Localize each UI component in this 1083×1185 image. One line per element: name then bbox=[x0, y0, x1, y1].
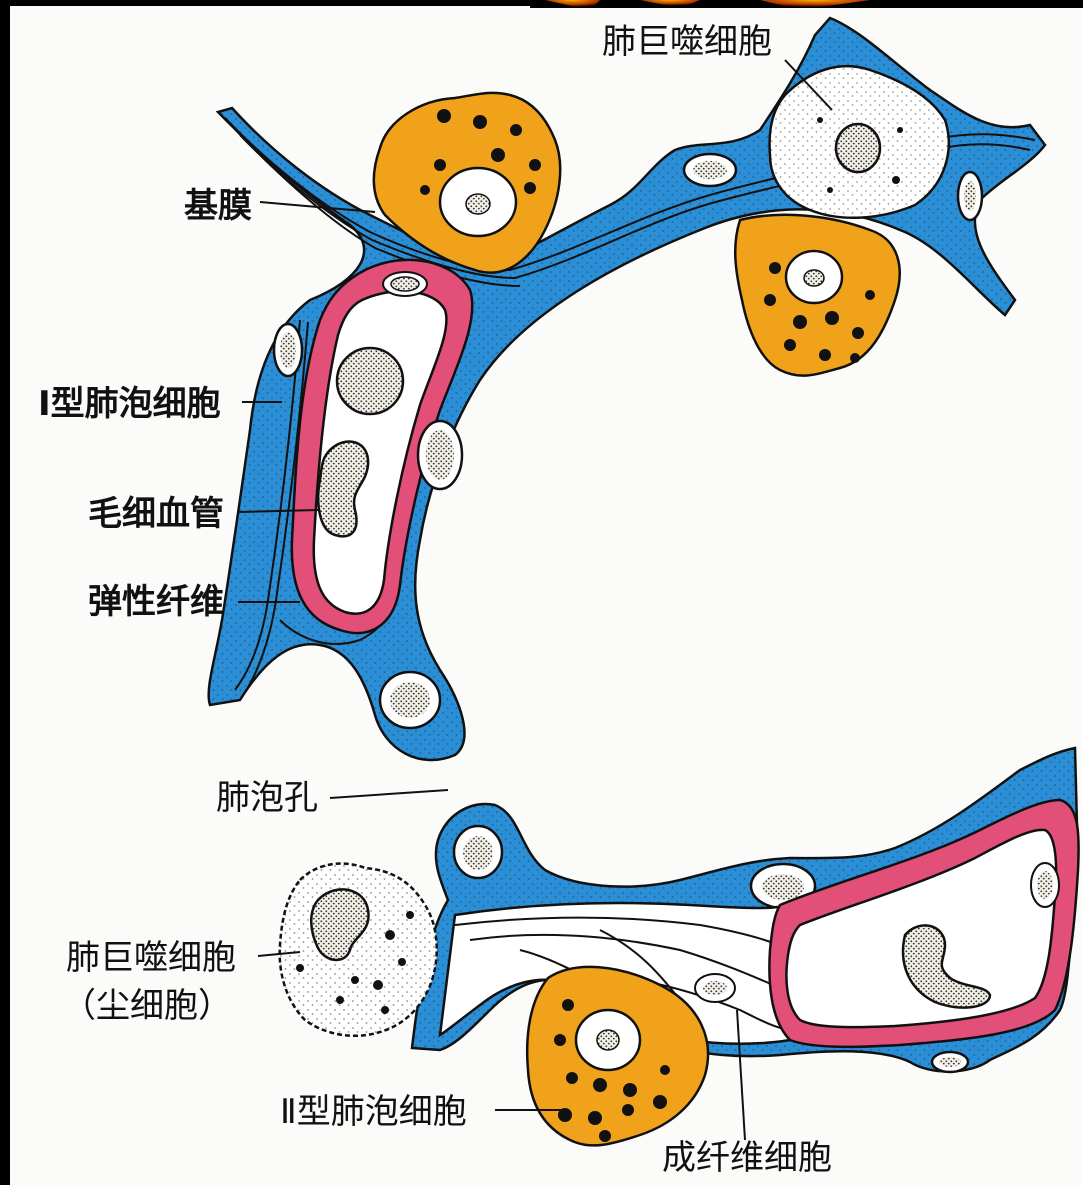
dust-cell-macrophage bbox=[280, 864, 437, 1036]
label-elastic-fiber: 弹性纤维 bbox=[88, 582, 224, 622]
corner-decoration bbox=[530, 0, 1083, 10]
label-capillary: 毛细血管 bbox=[88, 494, 224, 534]
type2-cell-upper-right bbox=[735, 215, 899, 376]
label-alveolar-macrophage-bottom: 肺巨噬细胞 bbox=[66, 938, 236, 978]
label-type2-alveolar-cell: Ⅱ型肺泡细胞 bbox=[280, 1092, 467, 1132]
label-basement-membrane: 基膜 bbox=[184, 186, 252, 226]
label-dust-cell: （尘细胞） bbox=[62, 986, 232, 1026]
label-fibroblast: 成纤维细胞 bbox=[662, 1138, 832, 1178]
label-alveolar-macrophage-top: 肺巨噬细胞 bbox=[602, 22, 772, 62]
label-type1-alveolar-cell: I型肺泡细胞 bbox=[38, 384, 221, 424]
label-alveolar-pore: 肺泡孔 bbox=[216, 778, 318, 818]
